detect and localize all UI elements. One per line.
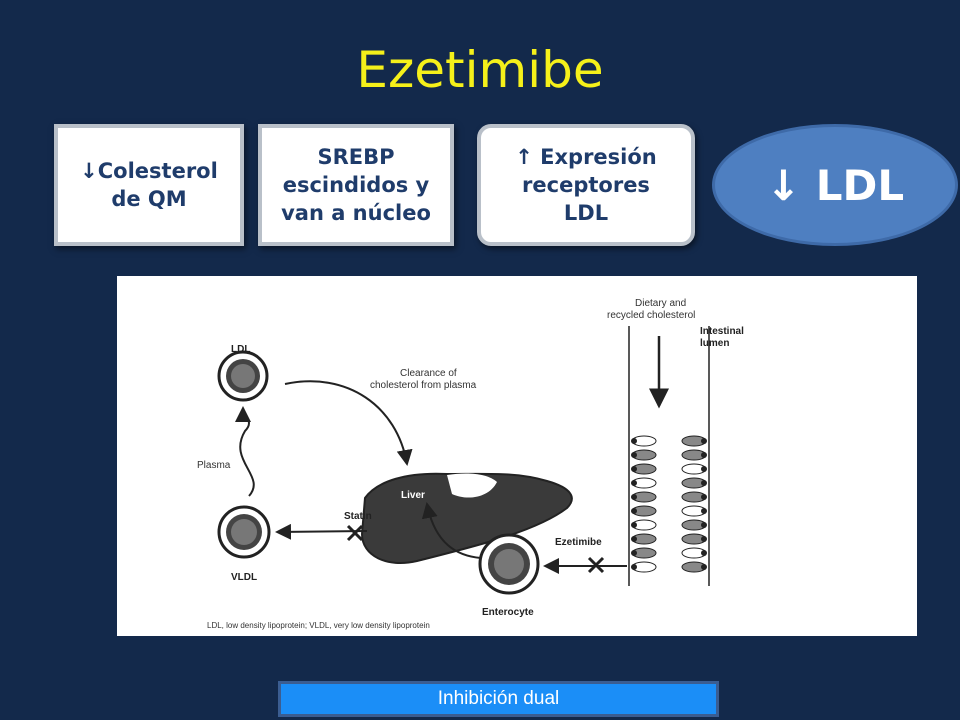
lumen-cell-dot xyxy=(701,438,707,444)
lumen-label-line2: lumen xyxy=(700,338,729,349)
liver-label: Liver xyxy=(401,490,425,501)
statin-label: Statin xyxy=(344,511,372,522)
lumen-cell-dot xyxy=(631,522,637,528)
mechanism-diagram-svg: LDL VLDL Plasma Clearance of cholesterol… xyxy=(197,298,744,630)
dietary-label-line2: recycled cholesterol xyxy=(607,310,695,321)
lumen-cell-dot xyxy=(701,550,707,556)
liver-icon xyxy=(360,472,573,564)
footer-text: Inhibición dual xyxy=(437,688,560,709)
plasma-label: Plasma xyxy=(197,460,231,471)
step-box-text: ↓Colesterol de QM xyxy=(80,159,218,211)
clearance-arrow-icon xyxy=(284,380,413,466)
step-box-ldl-receptors: ↑ Expresión receptores LDL xyxy=(477,124,695,246)
enterocyte-icon xyxy=(478,533,540,595)
lumen-cell-dot xyxy=(631,508,637,514)
lumen-label-line1: Intestinal xyxy=(700,326,744,337)
lumen-cell-dot xyxy=(701,536,707,542)
plasma-arrow-icon xyxy=(235,406,255,497)
result-ellipse-ldl: ↓ LDL xyxy=(712,124,958,246)
lumen-cell-dot xyxy=(701,494,707,500)
result-text: ↓ LDL xyxy=(765,160,905,210)
step-box-cholesterol-qm: ↓Colesterol de QM xyxy=(54,124,244,246)
step-box-text: SREBP escindidos y van a núcleo xyxy=(281,145,431,225)
vldl-particle-icon xyxy=(217,505,271,559)
clearance-label-line2: cholesterol from plasma xyxy=(370,380,477,391)
lumen-cell-dot xyxy=(701,522,707,528)
statin-block-icon xyxy=(346,524,364,542)
ezetimibe-block-icon xyxy=(587,556,605,574)
lumen-cell-dot xyxy=(701,480,707,486)
step-box-srebp: SREBP escindidos y van a núcleo xyxy=(258,124,454,246)
lumen-cell-dot xyxy=(631,536,637,542)
dietary-label-line1: Dietary and xyxy=(635,298,686,309)
lumen-cell-dot xyxy=(631,480,637,486)
enterocyte-label: Enterocyte xyxy=(482,607,534,618)
footer-banner: Inhibición dual xyxy=(278,681,719,717)
ldl-particle-icon xyxy=(217,350,269,402)
clearance-label-line1: Clearance of xyxy=(400,368,457,379)
vldl-label: VLDL xyxy=(231,572,257,583)
lumen-cell-dot xyxy=(701,452,707,458)
lumen-cell-dot xyxy=(701,564,707,570)
enterocyte-to-liver-arrow-icon xyxy=(421,502,482,559)
lumen-cell-dot xyxy=(701,466,707,472)
intestinal-lumen-icon xyxy=(628,326,710,586)
lumen-cell-dot xyxy=(631,564,637,570)
lumen-cell-dot xyxy=(631,466,637,472)
lumen-cell-dot xyxy=(701,508,707,514)
step-box-text: ↑ Expresión receptores LDL xyxy=(515,145,657,225)
ezetimibe-label: Ezetimibe xyxy=(555,537,602,548)
lumen-cell-dot xyxy=(631,438,637,444)
lumen-cell-dot xyxy=(631,452,637,458)
ldl-label: LDL xyxy=(231,344,250,355)
diagram-caption: LDL, low density lipoprotein; VLDL, very… xyxy=(207,621,430,630)
lumen-cell-dot xyxy=(631,494,637,500)
slide-title: Ezetimibe xyxy=(356,41,604,99)
lumen-cell-dot xyxy=(631,550,637,556)
mechanism-diagram: LDL VLDL Plasma Clearance of cholesterol… xyxy=(117,276,917,636)
